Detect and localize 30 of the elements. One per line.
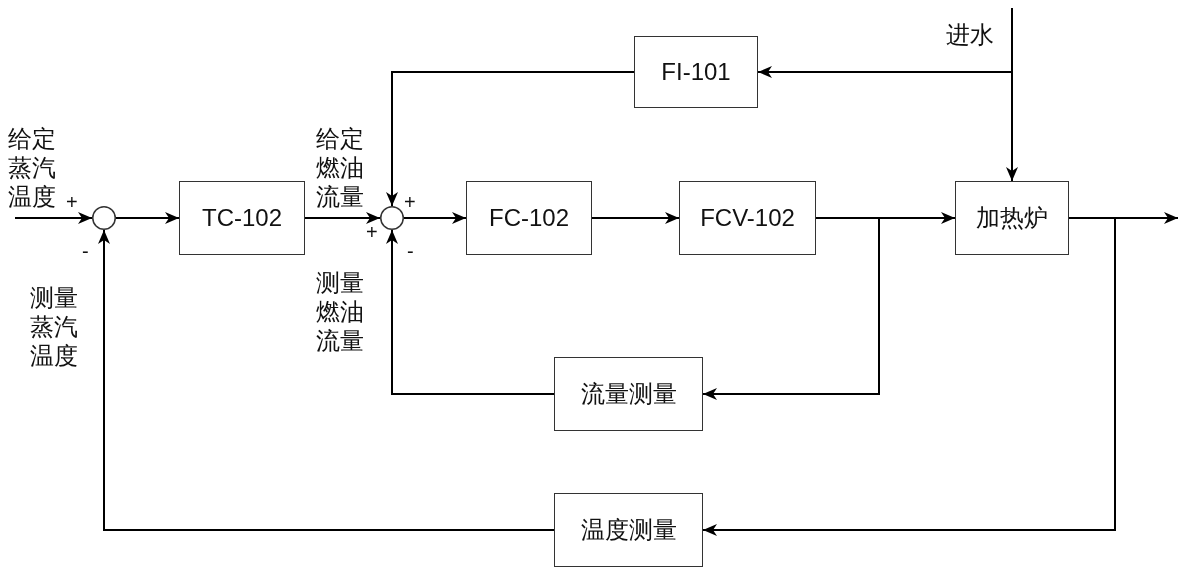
arrow: [98, 229, 555, 531]
summing-junction: [380, 206, 404, 230]
arrow: [304, 212, 381, 224]
arrow: [386, 71, 635, 207]
sign-label: +: [366, 222, 378, 242]
process-box: 温度测量: [554, 493, 703, 567]
arrow: [115, 212, 180, 224]
process-box: FI-101: [634, 36, 758, 108]
arrow: [386, 229, 555, 395]
process-box: 加热炉: [955, 181, 1069, 255]
process-box: 流量测量: [554, 357, 703, 431]
arrow: [702, 217, 880, 400]
sign-label: +: [66, 192, 78, 212]
summing-junction: [92, 206, 116, 230]
arrow: [403, 212, 467, 224]
arrow: [591, 212, 680, 224]
edge-label: 进水: [946, 20, 995, 49]
arrow: [702, 217, 1116, 536]
sign-label: -: [407, 241, 414, 261]
edge-label: 测量蒸汽温度: [30, 283, 79, 370]
arrow: [14, 212, 93, 224]
sign-label: +: [404, 192, 416, 212]
process-box: FCV-102: [679, 181, 816, 255]
process-box: TC-102: [179, 181, 305, 255]
sign-label: -: [82, 241, 89, 261]
edge-label: 给定蒸汽温度: [8, 124, 57, 211]
arrow: [757, 7, 1013, 78]
edge-label: 测量燃油流量: [316, 268, 365, 355]
edge-label: 给定燃油流量: [316, 124, 365, 211]
process-box: FC-102: [466, 181, 592, 255]
